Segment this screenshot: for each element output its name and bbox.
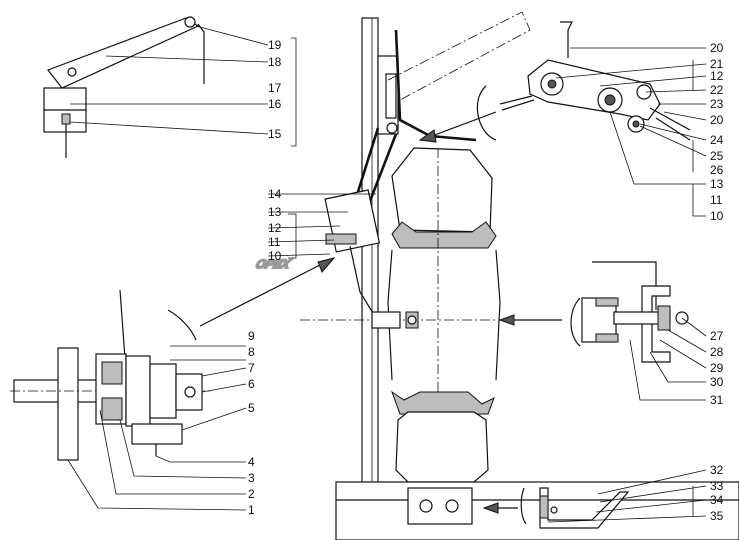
callout-16: 16	[268, 97, 282, 111]
callout-22: 22	[710, 83, 724, 97]
callout-9: 9	[248, 329, 255, 343]
detail-lever-assembly	[43, 16, 297, 158]
lever-end-pin	[184, 16, 196, 28]
callout-35: 35	[710, 509, 724, 523]
callout-3: 3	[248, 471, 255, 485]
callout-11: 11	[268, 235, 281, 249]
callout-14: 14	[268, 187, 282, 201]
callouts-bottom-right: 32 33 34 35	[710, 463, 724, 523]
detail-shaft-assembly	[10, 289, 247, 511]
rim-lower	[391, 390, 495, 415]
callout-7: 7	[248, 361, 255, 375]
rim-upper	[391, 221, 497, 249]
lever-rod	[197, 23, 205, 84]
watermark-text: OPEX	[254, 257, 293, 271]
callout-20a: 20	[710, 41, 724, 55]
callout-6: 6	[248, 377, 255, 391]
lever-pivot	[67, 67, 77, 77]
callout-15: 15	[268, 127, 282, 141]
callout-12: 12	[268, 221, 282, 235]
detail-bolt-plate	[476, 21, 707, 217]
callouts-middle-right: 27 28 29 30 31	[710, 329, 724, 407]
callout-24: 24	[710, 133, 724, 147]
callout-32: 32	[710, 463, 724, 477]
callout-27: 27	[710, 329, 724, 343]
callout-31: 31	[710, 393, 724, 407]
callout-34: 34	[710, 493, 724, 507]
base-frame	[335, 481, 739, 540]
detail-side-bracket	[498, 261, 707, 401]
lever-block-insert	[61, 113, 71, 125]
callout-18: 18	[268, 55, 282, 69]
callout-30: 30	[710, 375, 724, 389]
shaft-housing	[57, 347, 79, 461]
callout-10b: 10	[710, 209, 724, 223]
plate	[527, 59, 661, 121]
callout-11b: 11	[710, 193, 723, 207]
callout-12b: 12	[710, 69, 724, 83]
callout-10: 10	[268, 249, 282, 263]
callout-20b: 20	[710, 113, 724, 127]
callout-13b: 13	[710, 177, 724, 191]
callout-26: 26	[710, 163, 724, 177]
column-post	[361, 17, 379, 485]
detail-wheel-column	[267, 11, 739, 540]
callouts-top-left: 19 18 17 16 15	[268, 38, 282, 141]
callout-17: 17	[268, 81, 282, 95]
callout-5: 5	[248, 401, 255, 415]
callout-19: 19	[268, 38, 282, 52]
tire-upper	[391, 147, 493, 233]
lever-arm	[47, 17, 200, 89]
callout-29: 29	[710, 361, 724, 375]
callout-13: 13	[268, 205, 282, 219]
callouts-bottom-left: 9 8 7 6 5 4 3 2 1	[248, 329, 255, 517]
callout-8: 8	[248, 345, 255, 359]
callout-21: 21	[710, 57, 724, 71]
callout-25: 25	[710, 149, 724, 163]
callouts-middle: 14 13 12 11 10	[268, 187, 282, 263]
callouts-top-right: 20 21 12 22 23 20 24 25 26 13 11 10	[710, 41, 724, 223]
pointer-arrows	[199, 111, 497, 327]
watermark: OPEX	[253, 256, 294, 272]
callout-2: 2	[248, 487, 255, 501]
callout-23: 23	[710, 97, 724, 111]
tire-lower	[395, 411, 489, 483]
callout-1: 1	[248, 503, 255, 517]
callout-4: 4	[248, 455, 255, 469]
detail-angle-bracket	[482, 469, 707, 529]
callout-28: 28	[710, 345, 724, 359]
callout-33: 33	[710, 479, 724, 493]
